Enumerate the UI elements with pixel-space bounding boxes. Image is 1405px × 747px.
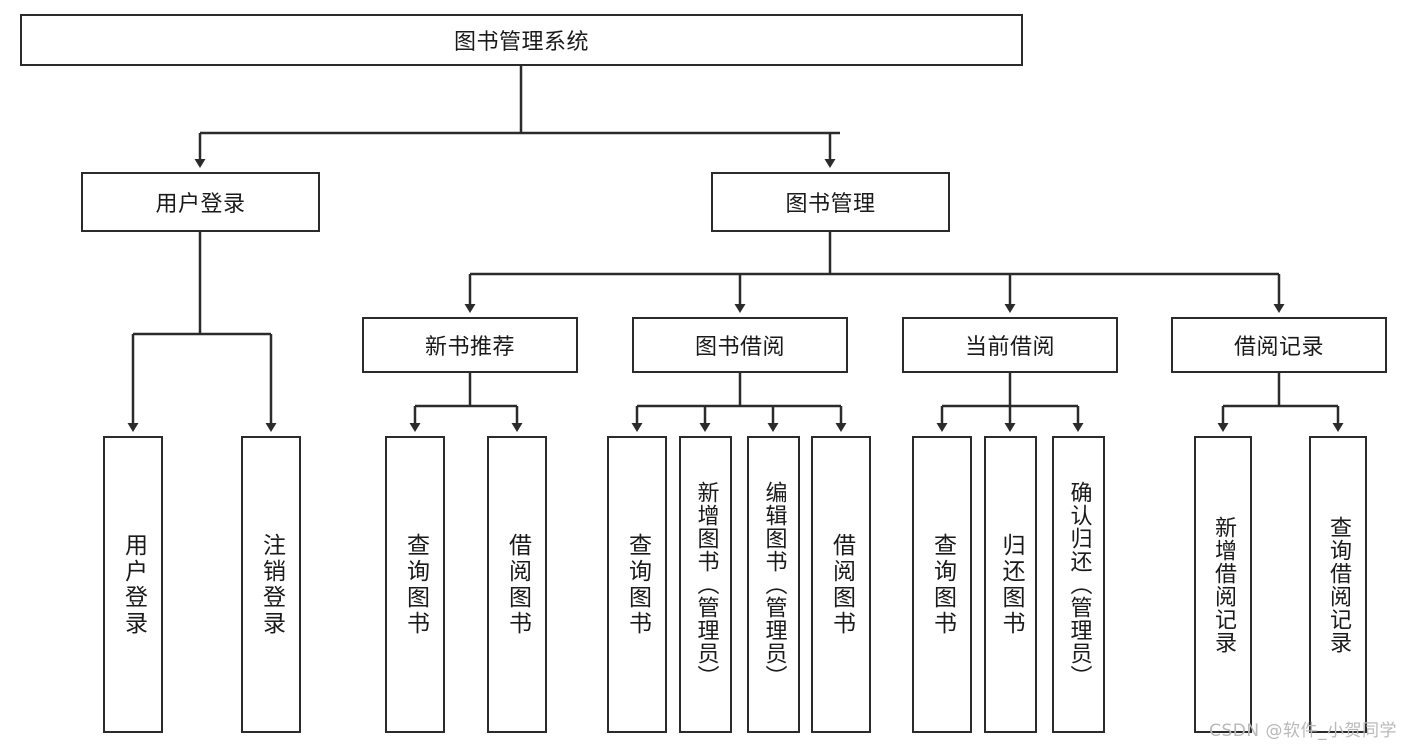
node-label: 借阅图书 [504,532,531,637]
node-label: 查询借阅记录 [1326,515,1351,654]
node-label: 新增图书（管理员） [693,481,719,688]
node-borrow-record[interactable]: 借阅记录 [1171,317,1387,373]
node-leaf-current-confirm-return-admin[interactable]: 确认归还（管理员） [1052,436,1105,733]
node-leaf-record-query-record[interactable]: 查询借阅记录 [1309,436,1367,733]
node-leaf-user-login-logout[interactable]: 注销登录 [241,436,301,733]
node-book-borrow[interactable]: 图书借阅 [632,317,848,373]
node-root-book-management-system[interactable]: 图书管理系统 [20,14,1023,66]
node-label: 用户登录 [120,532,147,637]
node-label: 图书借阅 [694,335,785,360]
node-leaf-recommend-query-book[interactable]: 查询图书 [385,436,445,733]
watermark-csdn: CSDN @软件_小贺同学 [1209,721,1397,741]
node-leaf-borrow-add-book-admin[interactable]: 新增图书（管理员） [679,436,732,733]
node-label: 归还图书 [998,532,1024,637]
node-label: 新增借阅记录 [1211,515,1236,654]
node-leaf-current-query-book[interactable]: 查询图书 [912,436,972,733]
node-label: 查询图书 [402,532,429,637]
node-label: 当前借阅 [964,335,1055,360]
node-label: 借阅记录 [1233,335,1324,360]
node-leaf-recommend-borrow-book[interactable]: 借阅图书 [487,436,547,733]
node-label: 新书推荐 [424,335,515,360]
node-current-borrow[interactable]: 当前借阅 [902,317,1118,373]
node-label: 图书管理系统 [453,30,589,55]
node-leaf-borrow-borrow-book[interactable]: 借阅图书 [811,436,871,733]
node-leaf-current-return-book[interactable]: 归还图书 [984,436,1037,733]
node-label: 编辑图书（管理员） [761,481,787,688]
node-label: 借阅图书 [828,532,855,637]
node-label: 查询图书 [929,532,956,637]
node-label: 查询图书 [624,532,651,637]
node-leaf-borrow-edit-book-admin[interactable]: 编辑图书（管理员） [747,436,800,733]
node-new-book-recommend[interactable]: 新书推荐 [362,317,578,373]
node-leaf-record-add-record[interactable]: 新增借阅记录 [1194,436,1252,733]
node-label: 确认归还（管理员） [1066,481,1092,688]
node-book-management[interactable]: 图书管理 [711,172,950,232]
node-label: 注销登录 [258,532,285,637]
node-leaf-borrow-query-book[interactable]: 查询图书 [607,436,667,733]
node-label: 用户登录 [155,192,246,217]
node-leaf-user-login-login[interactable]: 用户登录 [103,436,163,733]
node-label: 图书管理 [785,192,876,217]
node-user-login[interactable]: 用户登录 [81,172,320,232]
